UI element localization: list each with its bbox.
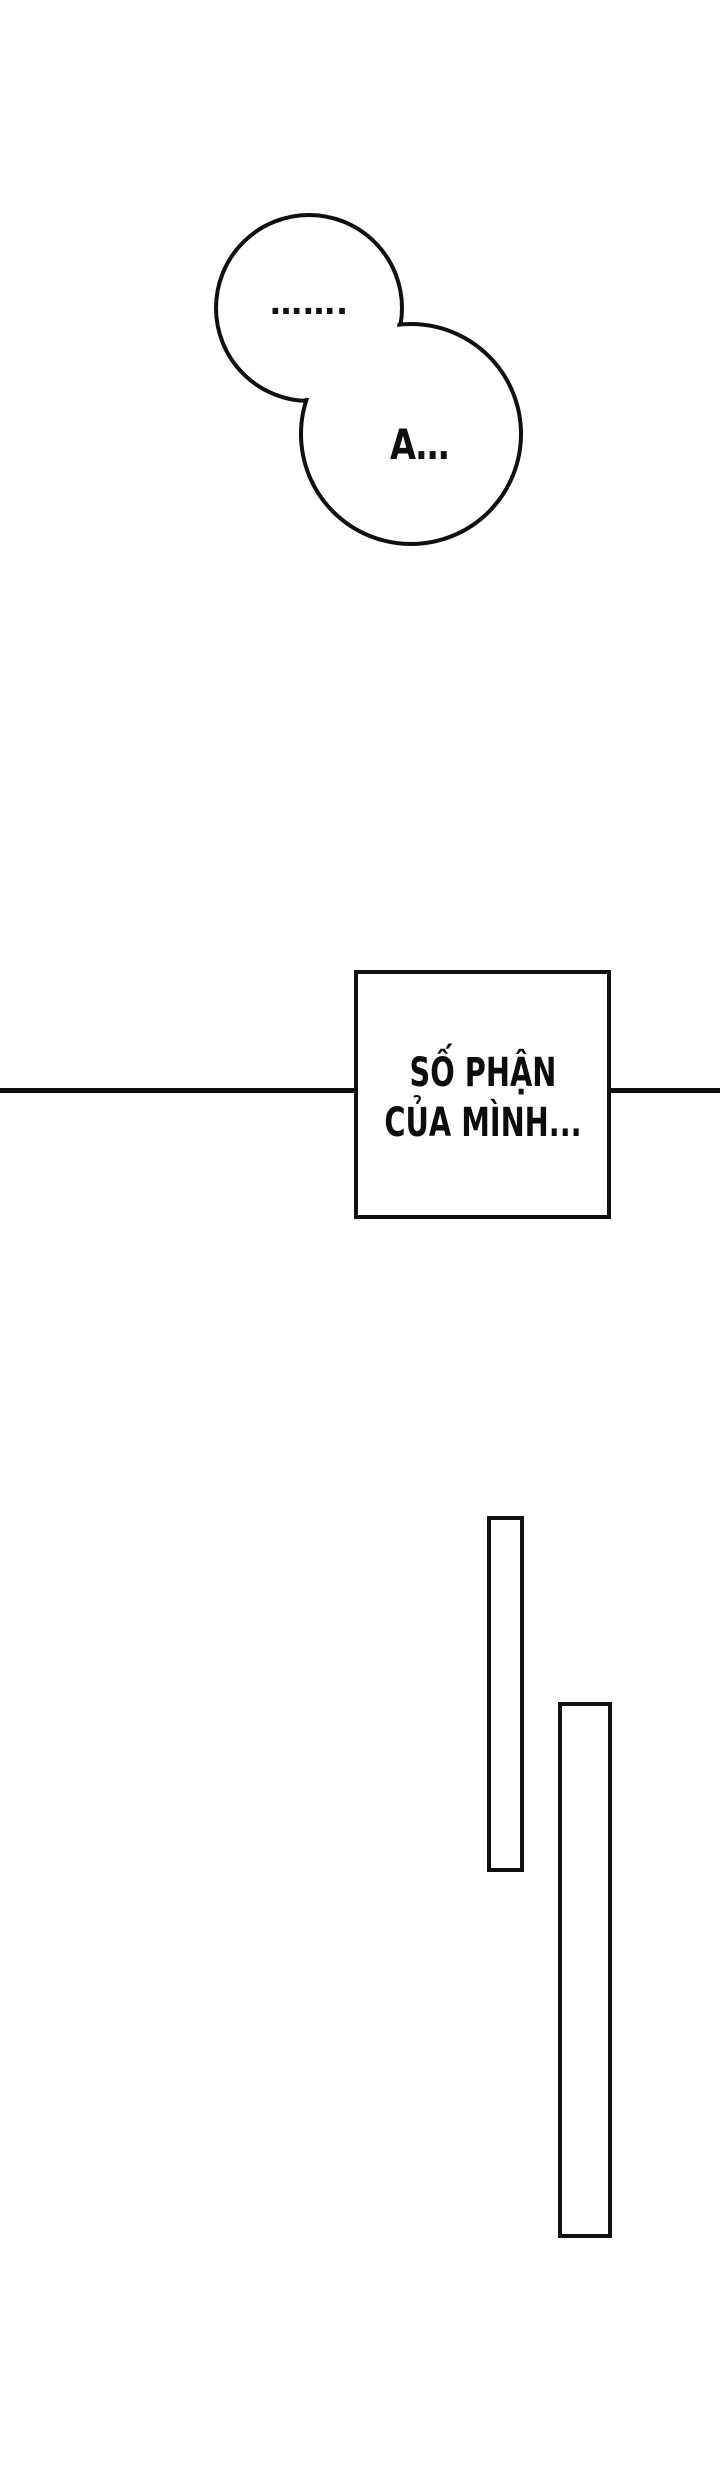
bubble-exclamation-text: A...	[390, 420, 450, 469]
caption-line-1: SỐ PHẬN	[409, 1049, 556, 1096]
speech-bubble-join-eraser	[219, 218, 399, 398]
caption-line-2: CỦA MÌNH...	[383, 1099, 582, 1146]
bubble-ellipsis-text: …….	[270, 284, 350, 322]
panel-bar-small	[487, 1516, 524, 1872]
caption-box: SỐ PHẬN CỦA MÌNH...	[354, 970, 611, 1219]
panel-bar-large	[558, 1702, 612, 2238]
